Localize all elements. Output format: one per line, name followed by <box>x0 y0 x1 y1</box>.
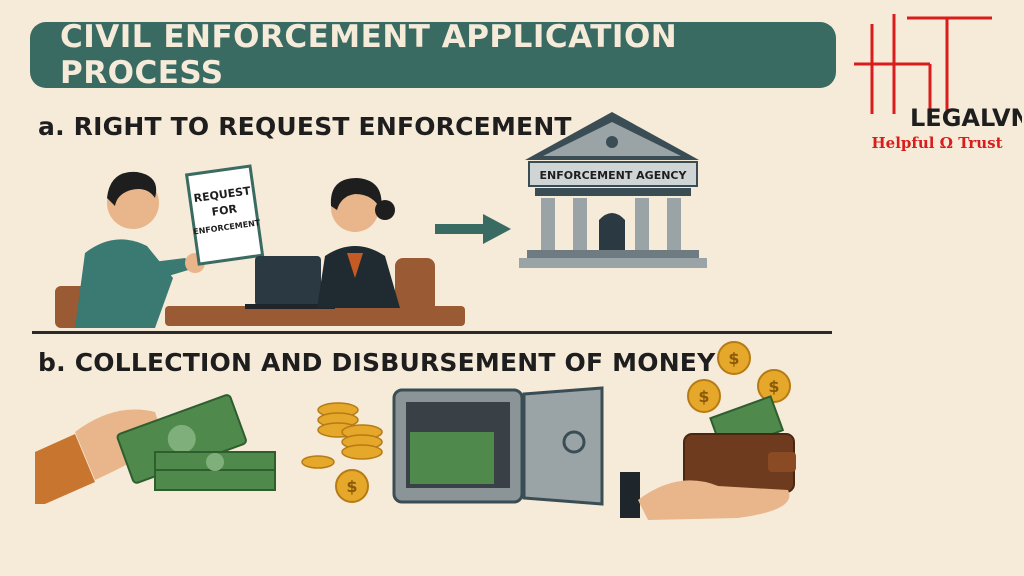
logo-tagline: Helpful Ω Trust <box>871 134 1003 152</box>
document-line-2: FOR <box>211 202 238 218</box>
svg-text:$: $ <box>698 387 709 406</box>
consultation-illustration <box>55 164 465 328</box>
svg-text:$: $ <box>768 377 779 396</box>
legalvn-logo: LEGALVN <box>854 14 1022 132</box>
agency-label: ENFORCEMENT AGENCY <box>540 169 688 182</box>
open-safe <box>392 386 604 506</box>
svg-text:LEGALVN: LEGALVN <box>910 104 1022 132</box>
page-title: CIVIL ENFORCEMENT APPLICATION PROCESS <box>60 19 678 91</box>
svg-text:$: $ <box>728 349 739 368</box>
title-banner: CIVIL ENFORCEMENT APPLICATION PROCESS <box>30 19 836 91</box>
arrow-right-icon <box>435 214 511 244</box>
hand-holding-money <box>35 394 276 504</box>
agency-building: ENFORCEMENT AGENCY <box>519 112 707 268</box>
svg-text:$: $ <box>346 477 357 496</box>
section-divider <box>32 331 832 334</box>
section-a-heading: a. RIGHT TO REQUEST ENFORCEMENT <box>38 112 572 141</box>
wallet-hand: $ $ $ <box>620 341 796 520</box>
document-line-3: ENFORCEMENT <box>193 218 260 236</box>
request-document: REQUEST FOR ENFORCEMENT <box>193 184 260 236</box>
document-line-1: REQUEST <box>193 184 252 205</box>
section-b-heading: b. COLLECTION AND DISBURSEMENT OF MONEY <box>38 348 716 377</box>
coin-stacks: $ <box>301 402 383 503</box>
